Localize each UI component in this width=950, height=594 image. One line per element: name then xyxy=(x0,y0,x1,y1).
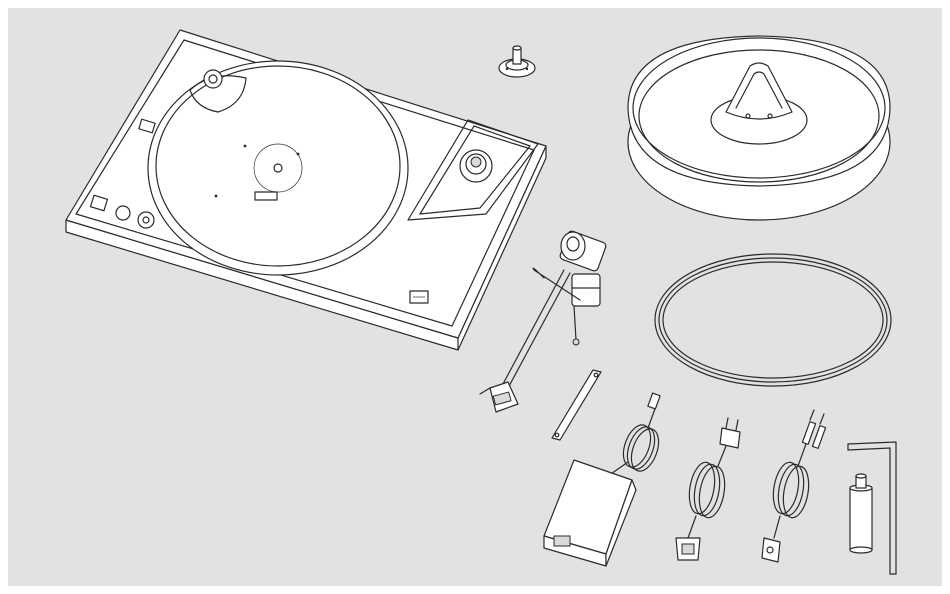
rca-phono-cable xyxy=(762,410,826,562)
dust-cover-lid xyxy=(628,36,890,220)
turntable-plinth xyxy=(66,30,546,350)
product-contents-illustration xyxy=(8,8,942,586)
alignment-strip xyxy=(552,370,601,440)
power-supply-adapter xyxy=(544,393,664,566)
platter-spindle-hub xyxy=(499,46,535,77)
mains-power-cable xyxy=(676,418,740,560)
oil-bottle xyxy=(850,474,872,553)
drive-belt xyxy=(655,254,891,386)
line-drawing xyxy=(8,8,942,586)
